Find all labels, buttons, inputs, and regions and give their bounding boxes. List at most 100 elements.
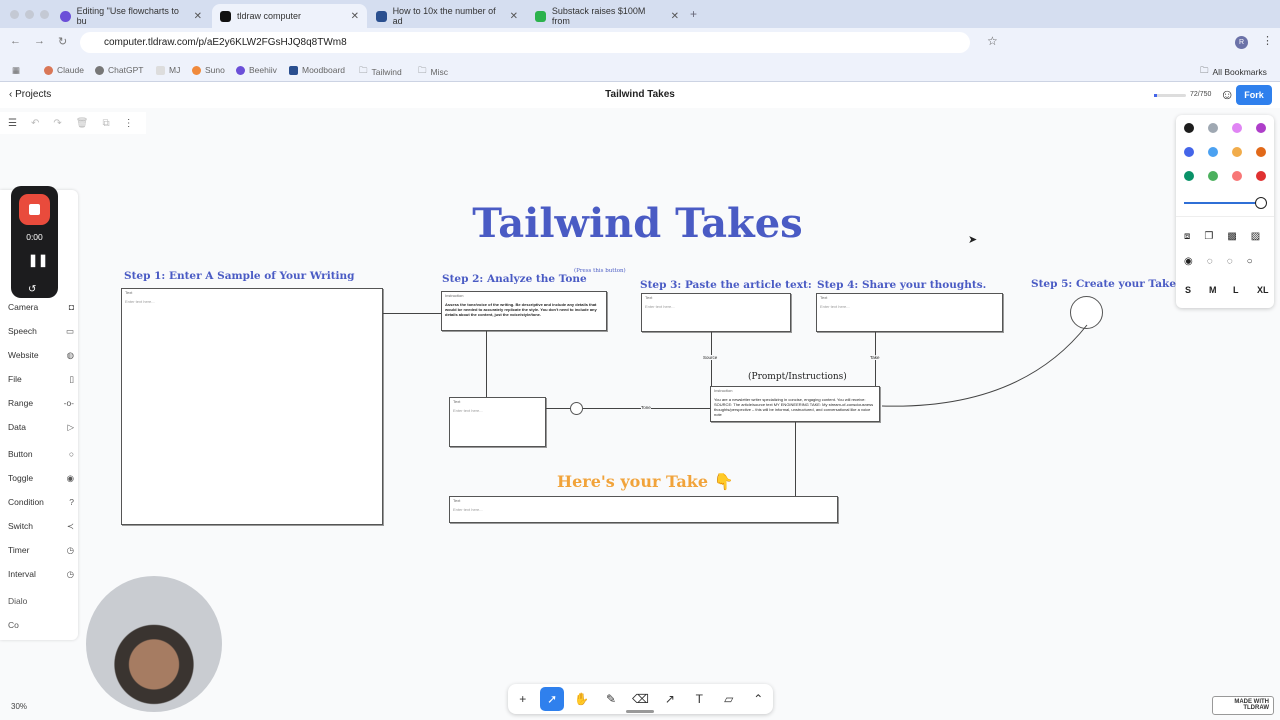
- color-swatch[interactable]: [1256, 123, 1266, 133]
- stop-record-button[interactable]: [19, 194, 50, 225]
- profile-avatar[interactable]: R: [1235, 36, 1248, 49]
- projects-link[interactable]: ‹ Projects: [9, 89, 52, 100]
- sidebar-item-toggle[interactable]: Toggle◉: [8, 473, 74, 483]
- color-swatch[interactable]: [1256, 171, 1266, 181]
- url-input[interactable]: computer.tldraw.com/p/aE2y6KLW2FGsHJQ8q8…: [80, 32, 970, 53]
- size-xl[interactable]: XL: [1257, 285, 1269, 295]
- menu-icon[interactable]: ⋮: [1262, 35, 1273, 47]
- color-swatch[interactable]: [1232, 147, 1242, 157]
- bookmark-suno[interactable]: Suno: [192, 65, 225, 75]
- color-swatch[interactable]: [1184, 123, 1194, 133]
- select-tool-icon[interactable]: ➚: [540, 687, 565, 711]
- note-tool-icon[interactable]: ▱: [724, 692, 734, 706]
- redo-icon[interactable]: ↷: [53, 117, 62, 129]
- sidebar-item-website[interactable]: Website◍: [8, 350, 74, 360]
- color-swatch[interactable]: [1208, 123, 1218, 133]
- dash-dotted-icon[interactable]: ◌: [1226, 256, 1233, 267]
- bookmark-chatgpt[interactable]: ChatGPT: [95, 65, 143, 75]
- all-bookmarks[interactable]: 🗀All Bookmarks: [1200, 65, 1267, 77]
- chevron-up-icon[interactable]: ⌃: [753, 692, 764, 706]
- text-tool-icon[interactable]: T: [695, 692, 704, 706]
- bookmark-moodboard[interactable]: Moodboard: [289, 65, 345, 75]
- eraser-tool-icon[interactable]: ⌫: [631, 692, 649, 706]
- scroll-handle[interactable]: [626, 710, 654, 713]
- color-swatch[interactable]: [1232, 123, 1242, 133]
- sidebar-item-file[interactable]: File▯: [8, 374, 74, 384]
- close-icon[interactable]: ✕: [193, 10, 202, 22]
- smiley-icon[interactable]: ☺: [1220, 86, 1235, 102]
- trash-icon[interactable]: 🗑: [75, 117, 89, 129]
- back-icon[interactable]: ←: [10, 35, 21, 47]
- size-m[interactable]: M: [1209, 285, 1217, 295]
- tab-editing[interactable]: Editing "Use flowcharts to bu✕: [52, 4, 210, 28]
- sidebar-item-co[interactable]: Co: [8, 620, 19, 630]
- close-icon[interactable]: ✕: [670, 10, 679, 22]
- bookmark-mj[interactable]: MJ: [156, 65, 180, 75]
- color-swatch[interactable]: [1208, 147, 1218, 157]
- sidebar-item-dialog[interactable]: Dialo: [8, 596, 28, 606]
- bookmark-folder-tailwind[interactable]: 🗀Tailwind: [359, 65, 402, 77]
- sidebar-item-interval[interactable]: Interval◷: [8, 569, 74, 579]
- sidebar-item-timer[interactable]: Timer◷: [8, 545, 74, 555]
- arrow-tool-icon[interactable]: ↗: [664, 692, 675, 706]
- made-with-tldraw-badge[interactable]: MADE WITH TLDRAW: [1212, 696, 1274, 715]
- restart-icon[interactable]: ↺: [28, 284, 37, 295]
- sidebar-item-camera[interactable]: Camera◘: [8, 302, 74, 312]
- tab-how-to[interactable]: How to 10x the number of ad✕: [368, 4, 526, 28]
- draw-tool-icon[interactable]: ✎: [606, 692, 617, 706]
- fill-pattern-icon[interactable]: ▨: [1250, 231, 1261, 242]
- dash-draw-icon[interactable]: ◉: [1184, 256, 1193, 267]
- close-icon[interactable]: ✕: [509, 10, 518, 22]
- apps-icon[interactable]: ▦: [12, 65, 21, 75]
- add-icon[interactable]: +: [519, 692, 527, 706]
- tab-tldraw[interactable]: tldraw computer✕: [212, 4, 367, 28]
- color-swatch[interactable]: [1256, 147, 1266, 157]
- bookmark-folder-misc[interactable]: 🗀Misc: [418, 65, 448, 77]
- fill-solid-icon[interactable]: ▩: [1227, 231, 1237, 242]
- size-s[interactable]: S: [1185, 285, 1192, 295]
- sidebar-item-speech[interactable]: Speech▭: [8, 326, 74, 336]
- fill-semi-icon[interactable]: ❐: [1204, 231, 1214, 242]
- undo-icon[interactable]: ↶: [30, 117, 40, 129]
- dash-dashed-icon[interactable]: ◌: [1206, 256, 1213, 267]
- window-controls[interactable]: [10, 10, 49, 19]
- bookmark-beehiiv[interactable]: Beehiiv: [236, 65, 277, 75]
- close-icon[interactable]: ✕: [350, 10, 359, 22]
- opacity-slider[interactable]: [1184, 202, 1261, 204]
- dash-solid-icon[interactable]: ○: [1246, 256, 1253, 267]
- color-swatch[interactable]: [1184, 147, 1194, 157]
- sidebar-item-switch[interactable]: Switch≺: [8, 521, 74, 531]
- sidebar-item-data[interactable]: Data▷: [8, 422, 74, 432]
- sidebar-item-condition[interactable]: Condition?: [8, 497, 74, 507]
- sidebar-item-range[interactable]: Range-o-: [8, 398, 74, 408]
- new-tab-button[interactable]: +: [690, 7, 698, 21]
- main-menu-icon[interactable]: ☰: [8, 117, 17, 129]
- reload-icon[interactable]: ↻: [58, 36, 68, 48]
- bookmark-star-icon[interactable]: ☆: [987, 34, 998, 48]
- duplicate-icon[interactable]: ⧉: [102, 117, 110, 129]
- color-swatch[interactable]: [1232, 171, 1242, 181]
- hand-tool-icon[interactable]: ✋: [574, 692, 590, 706]
- color-swatch[interactable]: [1208, 171, 1218, 181]
- bookmark-claude[interactable]: Claude: [44, 65, 84, 75]
- fork-button[interactable]: Fork: [1236, 85, 1272, 105]
- forward-icon[interactable]: →: [34, 35, 45, 47]
- size-l[interactable]: L: [1233, 285, 1239, 295]
- opacity-slider-thumb[interactable]: [1255, 197, 1267, 209]
- sidebar-item-button[interactable]: Button○: [8, 449, 74, 459]
- zoom-level[interactable]: 30%: [11, 702, 28, 711]
- tab-substack[interactable]: Substack raises $100M from✕: [527, 4, 687, 28]
- color-swatch[interactable]: [1184, 171, 1194, 181]
- create-take-button[interactable]: [1070, 296, 1103, 329]
- tone-button[interactable]: [570, 402, 583, 415]
- fill-none-icon[interactable]: ⧈: [1184, 231, 1191, 242]
- more-icon[interactable]: ⋮: [123, 117, 134, 129]
- pause-button[interactable]: ❚❚: [28, 253, 49, 267]
